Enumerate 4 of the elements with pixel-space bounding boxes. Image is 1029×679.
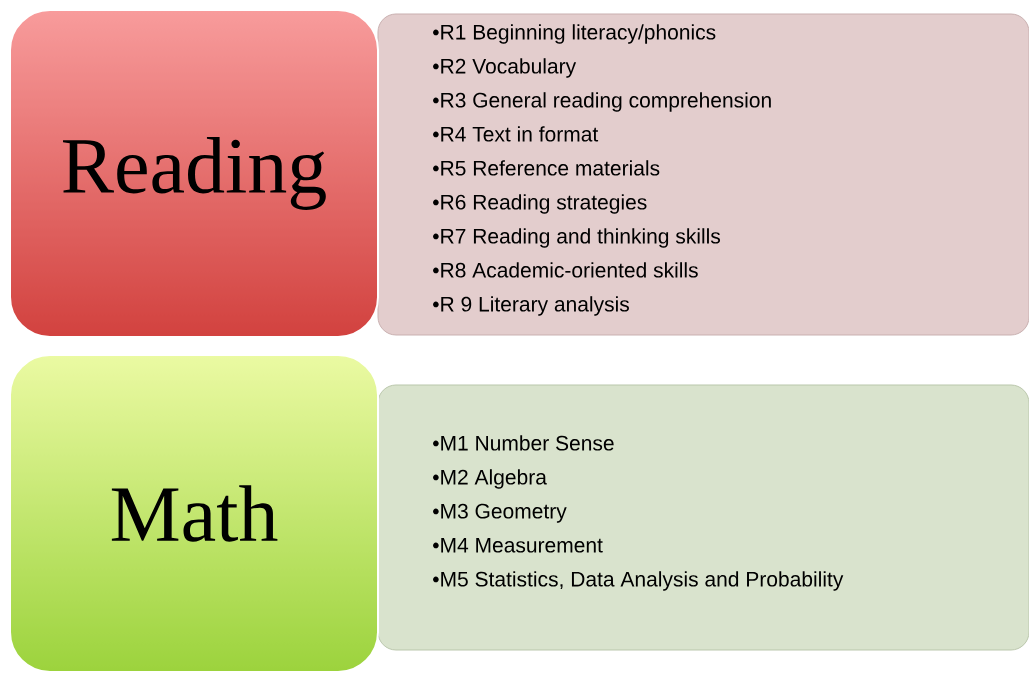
title-box: Math bbox=[9, 354, 379, 673]
title-box: Reading bbox=[9, 9, 379, 338]
list-panel: •R1 Beginning literacy/phonics •R2 Vocabulary •R3 General reading comprehension •R4 Text in format •R5 Reference materials •R6 Reading strategies •R7 Reading and thinking skills •R8 Academic-oriented skills •R 9 Literary analysis bbox=[377, 13, 1029, 336]
list-panel: •M1 Number Sense •M2 Algebra •M3 Geometry •M4 Measurement •M5 Statistics, Data Analysis and Probability bbox=[377, 384, 1029, 651]
